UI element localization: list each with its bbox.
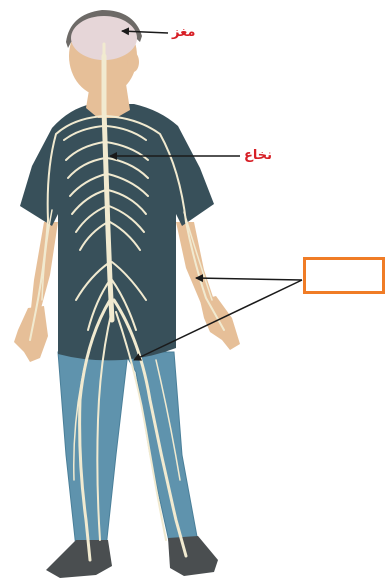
brain-label: مغز <box>172 25 195 41</box>
spinal-cord-label: نخاع <box>244 148 272 164</box>
right-shoe <box>168 536 218 576</box>
nerve-pointer-arm <box>196 278 302 280</box>
ear <box>127 52 139 72</box>
answer-box[interactable] <box>303 257 385 294</box>
left-leg <box>58 352 128 548</box>
shoes <box>46 536 218 578</box>
left-shoe <box>46 540 112 578</box>
